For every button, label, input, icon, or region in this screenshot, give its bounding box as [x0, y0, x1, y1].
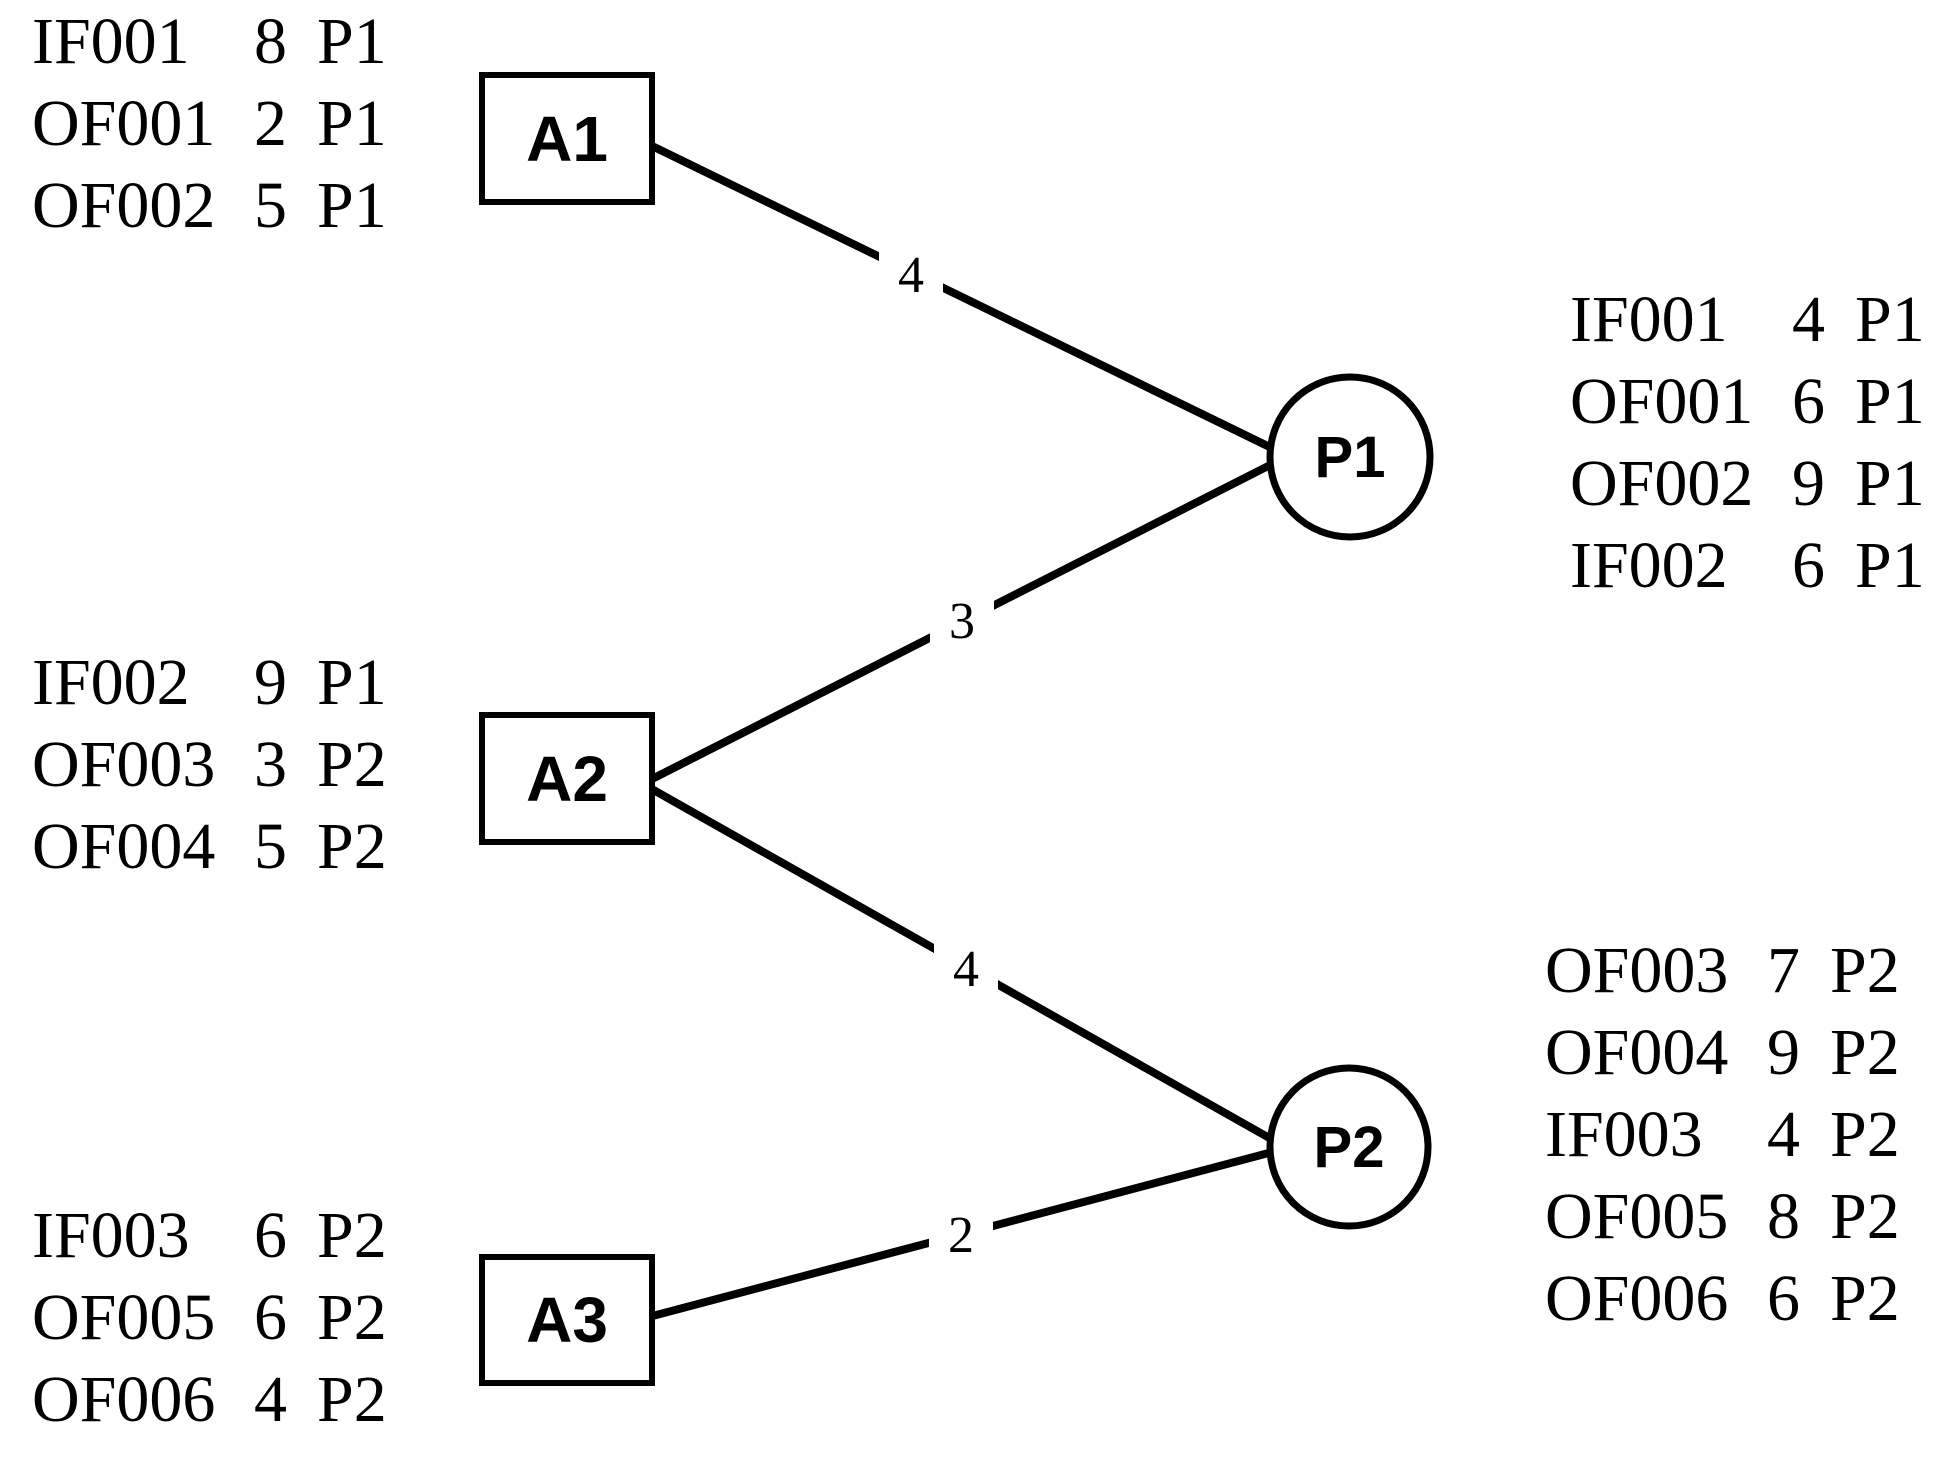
a2-io-list: IF002 9 P1 OF003 3 P2 OF004 5 P2 — [32, 642, 387, 888]
node-a3-label: A3 — [526, 1284, 608, 1356]
list-row: OF001 6 P1 — [1570, 361, 1925, 443]
flow-proc: P1 — [1855, 447, 1925, 520]
flow-qty: 5 — [254, 810, 287, 883]
list-row: OF005 8 P2 — [1545, 1176, 1900, 1258]
flow-proc: P2 — [1830, 1016, 1900, 1089]
flow-name: OF001 — [32, 87, 216, 160]
a3-io-list: IF003 6 P2 OF005 6 P2 OF006 4 P2 — [32, 1195, 387, 1441]
node-p2-circle — [1266, 1064, 1432, 1230]
flow-qty: 4 — [1767, 1098, 1800, 1171]
node-a1-label: A1 — [526, 103, 608, 175]
flow-qty: 5 — [254, 169, 287, 242]
flow-name: OF004 — [32, 810, 216, 883]
list-row: OF001 2 P1 — [32, 83, 387, 165]
list-row: OF002 9 P1 — [1570, 443, 1925, 525]
flow-qty: 4 — [254, 1363, 287, 1436]
flow-name: IF002 — [1570, 529, 1728, 602]
flow-qty: 4 — [1792, 283, 1825, 356]
flow-proc: P2 — [1830, 1098, 1900, 1171]
edge-a3-p2-weight: 2 — [948, 1207, 974, 1264]
flow-name: OF002 — [32, 169, 216, 242]
edge-a2-p2-weight-bg — [934, 931, 998, 1005]
list-row: OF003 7 P2 — [1545, 930, 1900, 1012]
flow-proc: P1 — [317, 646, 387, 719]
flow-qty: 9 — [254, 646, 287, 719]
list-row: OF004 5 P2 — [32, 806, 387, 888]
flow-name: IF001 — [32, 5, 190, 78]
flow-qty: 9 — [1767, 1016, 1800, 1089]
flow-proc: P2 — [317, 1199, 387, 1272]
flow-qty: 3 — [254, 728, 287, 801]
list-row: IF003 6 P2 — [32, 1195, 387, 1277]
list-row: IF001 4 P1 — [1570, 279, 1925, 361]
flow-name: OF002 — [1570, 447, 1754, 520]
flow-proc: P1 — [317, 169, 387, 242]
list-row: IF003 4 P2 — [1545, 1094, 1900, 1176]
flow-name: OF003 — [1545, 934, 1729, 1007]
node-p1-circle — [1266, 373, 1434, 541]
flow-name: IF003 — [32, 1199, 190, 1272]
flow-name: IF003 — [1545, 1098, 1703, 1171]
flow-qty: 6 — [1792, 365, 1825, 438]
list-row: OF005 6 P2 — [32, 1277, 387, 1359]
list-row: OF006 6 P2 — [1545, 1258, 1900, 1340]
edge-a1-p1-weight: 4 — [898, 247, 924, 304]
node-p2-label: P2 — [1314, 1115, 1385, 1180]
flow-proc: P1 — [317, 87, 387, 160]
node-a1-box — [479, 72, 655, 205]
flow-qty: 9 — [1792, 447, 1825, 520]
node-a3-box — [479, 1254, 655, 1386]
flow-proc: P2 — [317, 1363, 387, 1436]
flow-proc: P1 — [317, 5, 387, 78]
list-row: OF003 3 P2 — [32, 724, 387, 806]
list-row: IF002 9 P1 — [32, 642, 387, 724]
flow-name: OF005 — [32, 1281, 216, 1354]
flow-qty: 8 — [1767, 1180, 1800, 1253]
flow-qty: 6 — [1792, 529, 1825, 602]
list-row: OF006 4 P2 — [32, 1359, 387, 1441]
edge-a2-p1-weight-bg — [930, 583, 994, 657]
flow-qty: 6 — [254, 1281, 287, 1354]
flow-name: OF006 — [32, 1363, 216, 1436]
node-p1-label: P1 — [1315, 425, 1386, 490]
edge-a1-p1-weight-bg — [879, 237, 943, 311]
flow-proc: P2 — [317, 728, 387, 801]
flow-qty: 6 — [254, 1199, 287, 1272]
flow-proc: P1 — [1855, 365, 1925, 438]
edge-a3-p2-weight-bg — [929, 1197, 993, 1271]
node-a2-label: A2 — [526, 743, 608, 815]
flow-name: OF004 — [1545, 1016, 1729, 1089]
flow-qty: 2 — [254, 87, 287, 160]
list-row: IF002 6 P1 — [1570, 525, 1925, 607]
flow-proc: P1 — [1855, 283, 1925, 356]
p1-io-list: IF001 4 P1 OF001 6 P1 OF002 9 P1 IF002 6… — [1570, 279, 1925, 607]
flow-qty: 7 — [1767, 934, 1800, 1007]
list-row: OF002 5 P1 — [32, 165, 387, 247]
flow-proc: P2 — [317, 1281, 387, 1354]
flow-proc: P2 — [1830, 1262, 1900, 1335]
flow-name: IF001 — [1570, 283, 1728, 356]
list-row: IF001 8 P1 — [32, 1, 387, 83]
flow-proc: P1 — [1855, 529, 1925, 602]
flow-name: OF005 — [1545, 1180, 1729, 1253]
edge-a2-p1-weight: 3 — [949, 593, 975, 650]
p2-io-list: OF003 7 P2 OF004 9 P2 IF003 4 P2 OF005 8… — [1545, 930, 1900, 1340]
flow-proc: P2 — [317, 810, 387, 883]
edge-a2-p2-weight: 4 — [953, 941, 979, 998]
flow-qty: 8 — [254, 5, 287, 78]
flow-proc: P2 — [1830, 1180, 1900, 1253]
flow-proc: P2 — [1830, 934, 1900, 1007]
flow-name: IF002 — [32, 646, 190, 719]
flow-name: OF001 — [1570, 365, 1754, 438]
flow-qty: 6 — [1767, 1262, 1800, 1335]
node-a2-box — [479, 712, 655, 845]
edge-a1-p1 — [648, 141, 1282, 456]
flow-name: OF006 — [1545, 1262, 1729, 1335]
a1-io-list: IF001 8 P1 OF001 2 P1 OF002 5 P1 — [32, 1, 387, 247]
list-row: OF004 9 P2 — [1545, 1012, 1900, 1094]
flow-name: OF003 — [32, 728, 216, 801]
